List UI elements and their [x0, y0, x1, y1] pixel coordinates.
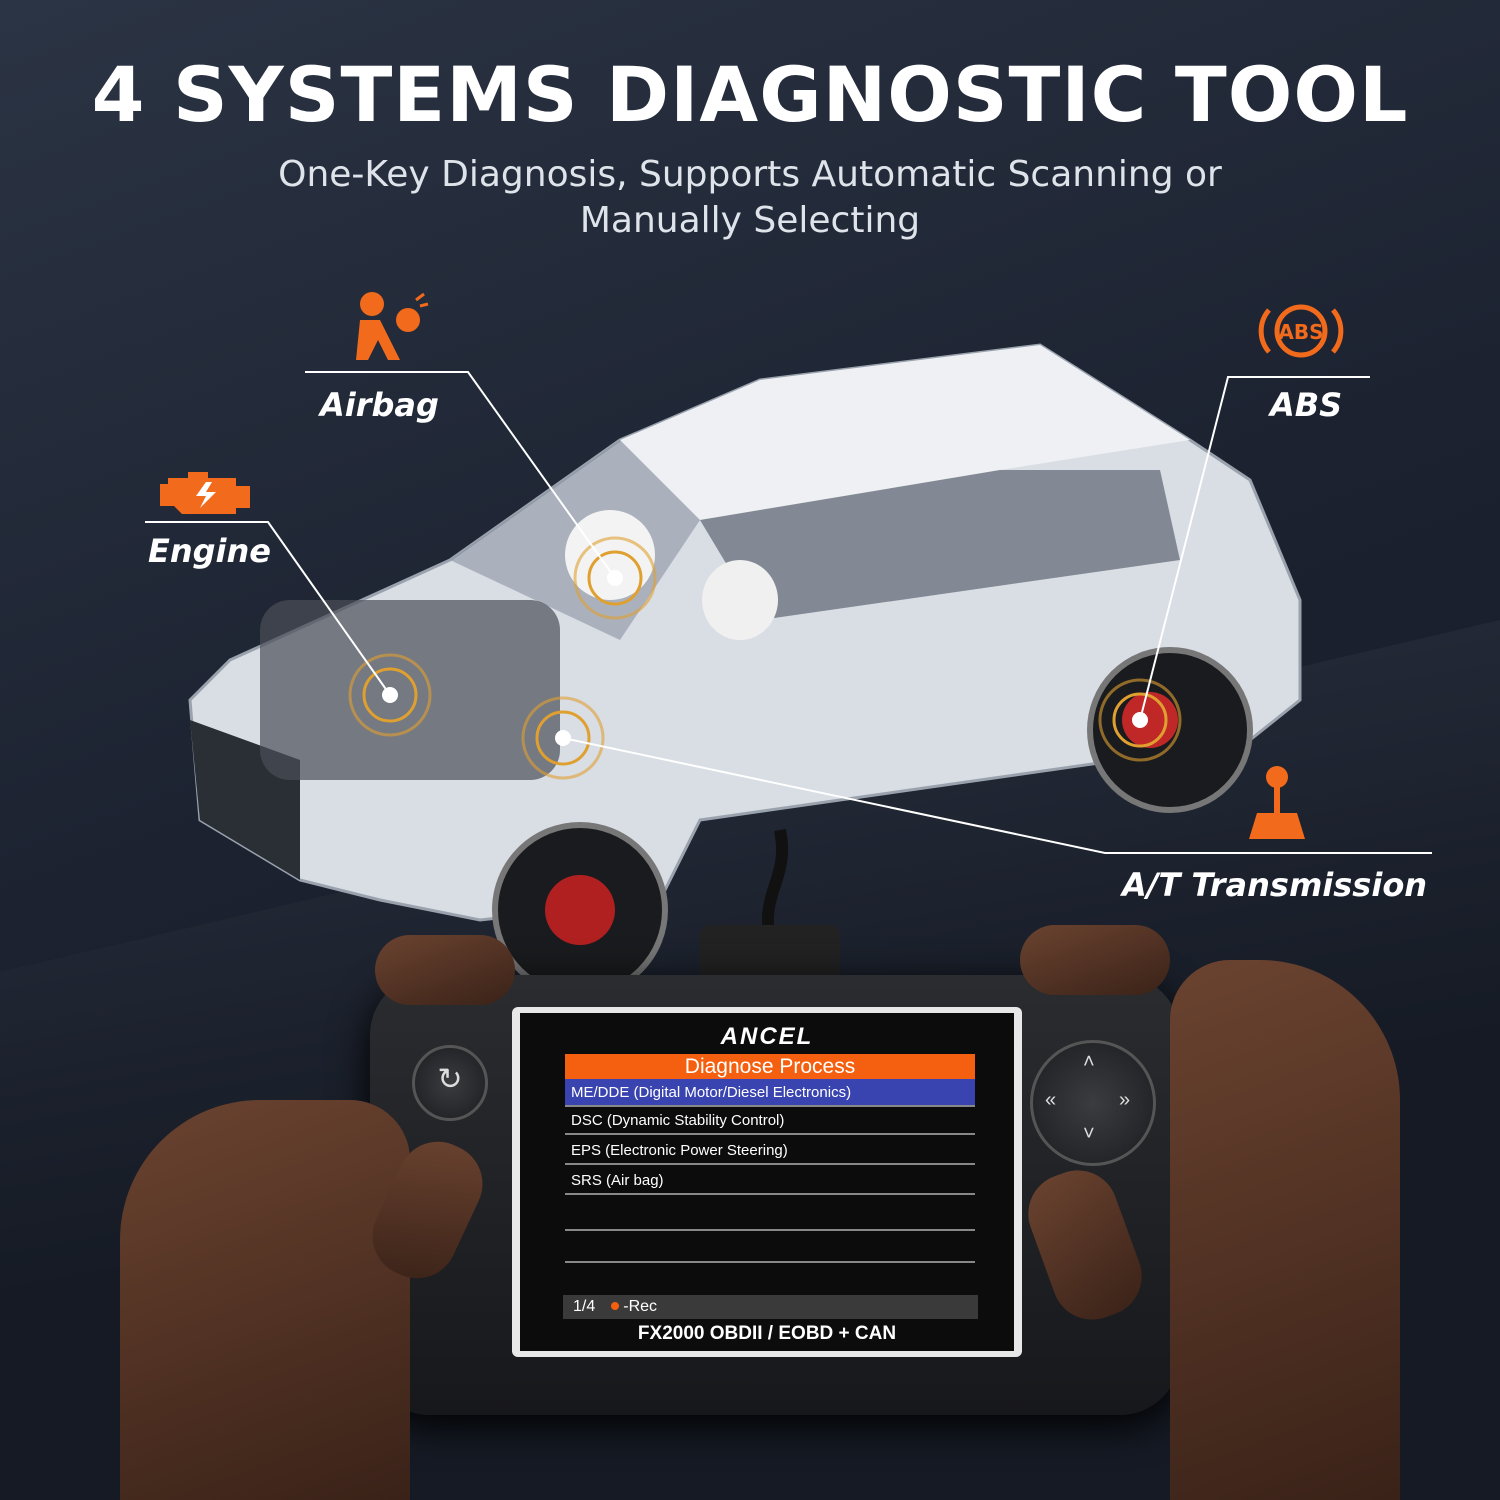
subtitle-line-1: One-Key Diagnosis, Supports Automatic Sc…: [278, 154, 1222, 195]
side-windows: [700, 470, 1180, 620]
front-brake: [545, 875, 615, 945]
screen-footer: 1/4 -Rec: [563, 1295, 978, 1319]
menu-item[interactable]: ME/DDE (Digital Motor/Diesel Electronics…: [565, 1079, 975, 1107]
airbag-shape-2: [702, 560, 778, 640]
obd-cable: [761, 828, 789, 942]
diagnose-button[interactable]: ↻: [412, 1045, 488, 1121]
model-label: FX2000 OBDII / EOBD + CAN: [637, 1323, 897, 1344]
page-indicator: 1/4: [573, 1298, 596, 1315]
refresh-icon: ↻: [437, 1063, 463, 1096]
menu-item[interactable]: EPS (Electronic Power Steering): [565, 1137, 975, 1165]
menu-item[interactable]: DSC (Dynamic Stability Control): [565, 1107, 975, 1135]
callout-transmission: A/T Transmission: [1122, 866, 1428, 904]
rear-brake: [1122, 692, 1178, 748]
page-subtitle: One-Key Diagnosis, Supports Automatic Sc…: [200, 152, 1300, 244]
menu-item[interactable]: SRS (Air bag): [565, 1167, 975, 1195]
arrow-down-icon[interactable]: ˅: [1083, 1123, 1095, 1145]
menu-item-empty: [565, 1197, 975, 1231]
pulse-markers: [348, 536, 1182, 780]
engine-icon: [160, 472, 250, 514]
arrow-left-icon[interactable]: «: [1045, 1089, 1057, 1111]
engine-bay: [260, 600, 560, 780]
menu-item-empty: [565, 1231, 975, 1263]
brand-logo: ANCEL: [720, 1023, 814, 1050]
right-hand: [1170, 960, 1400, 1500]
callout-engine: Engine: [148, 532, 271, 570]
callout-airbag: Airbag: [320, 386, 439, 424]
rec-dot-icon: [611, 1302, 620, 1310]
page-title: 4 SYSTEMS DIAGNOSTIC TOOL: [91, 50, 1409, 139]
airbag-icon: [356, 292, 429, 360]
screen-header: Diagnose Process: [565, 1054, 975, 1079]
svg-text:ABS: ABS: [1278, 320, 1323, 344]
arrow-up-icon[interactable]: ˄: [1083, 1051, 1095, 1073]
subtitle-line-2: Manually Selecting: [579, 200, 921, 241]
car-roof: [620, 345, 1190, 520]
abs-icon: ABS: [1258, 304, 1344, 358]
left-hand: [120, 1100, 410, 1500]
arrow-right-icon[interactable]: »: [1119, 1089, 1131, 1111]
airbag-shape: [565, 510, 655, 600]
menu-item-empty: [565, 1263, 975, 1295]
callout-abs: ABS: [1270, 386, 1343, 424]
direction-pad[interactable]: ˄ ˅ « »: [1030, 1040, 1156, 1166]
rec-label: -Rec: [623, 1298, 658, 1315]
leader-lines: [145, 371, 1432, 854]
obd-connector: [700, 925, 840, 985]
device-screen: ANCEL Diagnose Process ME/DDE (Digital M…: [520, 1013, 1014, 1351]
right-fingers: [1020, 925, 1170, 995]
gear-shift-icon: [1249, 766, 1305, 839]
left-fingers: [375, 935, 515, 1005]
